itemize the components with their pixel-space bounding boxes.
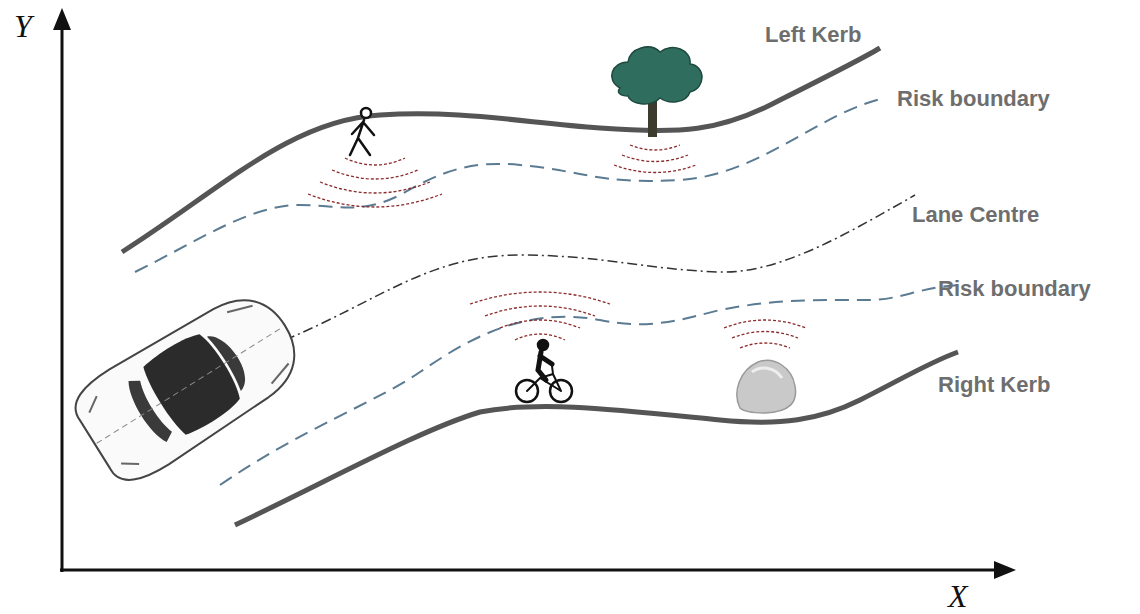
kerb-label: Left Kerb: [765, 24, 862, 46]
right-kerb-line: [235, 352, 958, 525]
car-icon: [65, 278, 314, 492]
risk-arcs: [308, 145, 806, 348]
risk-boundary-line: [220, 285, 960, 485]
rock-icon: [737, 360, 796, 413]
pedestrian-icon: [350, 108, 374, 155]
y-arrow: [53, 8, 71, 30]
x-arrow: [994, 561, 1016, 579]
cyclist-icon: [516, 340, 572, 402]
kerb-label: Right Kerb: [938, 374, 1050, 396]
tree-icon: [612, 47, 702, 137]
boundary-label: Risk boundary: [938, 278, 1091, 300]
axis-label: Y: [14, 10, 32, 42]
y-axis: [61, 22, 64, 572]
x-axis: [60, 569, 1000, 572]
lane-centre-line: [285, 195, 915, 340]
axes: [53, 8, 1016, 579]
boundary-label: Risk boundary: [897, 88, 1050, 110]
risk-boundary-line: [135, 98, 885, 272]
axis-label: X: [948, 580, 968, 612]
centre-label: Lane Centre: [912, 204, 1039, 226]
